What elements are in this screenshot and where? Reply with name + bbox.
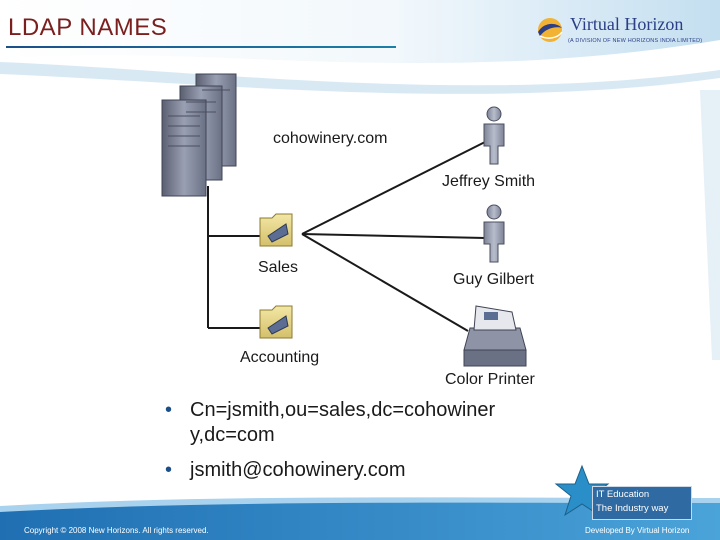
- bullet-text-upn: jsmith@cohowinery.com: [190, 459, 406, 481]
- user-jeffrey-icon: [484, 107, 504, 164]
- user-guy-label: Guy Gilbert: [453, 271, 534, 289]
- user-guy-icon: [484, 205, 504, 262]
- printer-label: Color Printer: [445, 371, 535, 389]
- bullet-marker: •: [165, 398, 172, 423]
- bullet-marker: •: [165, 458, 172, 483]
- ldap-diagram-graphics: [150, 66, 570, 396]
- user-jeffrey-label: Jeffrey Smith: [442, 173, 535, 191]
- ou-accounting-label: Accounting: [240, 349, 319, 367]
- logo-tagline: (A DIVISION OF NEW HORIZONS INDIA LIMITE…: [568, 38, 702, 44]
- bullet-item: • jsmith@cohowinery.com: [165, 458, 585, 483]
- footer-developer: Developed By Virtual Horizon: [585, 526, 689, 535]
- ldap-diagram: cohowinery.com Sales Accounting Jeffrey …: [150, 66, 570, 396]
- domain-label: cohowinery.com: [273, 130, 387, 148]
- bullet-item: • Cn=jsmith,ou=sales,dc=cohowiner y,dc=c…: [165, 398, 585, 448]
- server-icon: [162, 74, 236, 196]
- bullet-list: • Cn=jsmith,ou=sales,dc=cohowiner y,dc=c…: [165, 398, 585, 493]
- page-title: LDAP NAMES: [8, 14, 167, 42]
- bullet-text-dn: Cn=jsmith,ou=sales,dc=cohowiner y,dc=com: [190, 399, 495, 446]
- badge-line-1: IT Education: [596, 489, 649, 500]
- printer-icon: [464, 306, 526, 366]
- logo-name: Virtual Horizon: [570, 14, 683, 35]
- virtual-horizon-logo: Virtual Horizon (A DIVISION OF NEW HORIZ…: [534, 12, 710, 52]
- folder-accounting-icon: [260, 306, 292, 338]
- folder-sales-icon: [260, 214, 292, 246]
- title-underline: [6, 46, 396, 48]
- badge-line-2: The Industry way: [596, 503, 668, 514]
- it-education-badge: IT Education The Industry way: [552, 462, 692, 524]
- tree-connectors: [208, 142, 485, 331]
- footer-copyright: Copyright © 2008 New Horizons. All right…: [24, 526, 209, 535]
- ou-sales-label: Sales: [258, 259, 298, 277]
- logo-swirl-icon: [534, 14, 566, 46]
